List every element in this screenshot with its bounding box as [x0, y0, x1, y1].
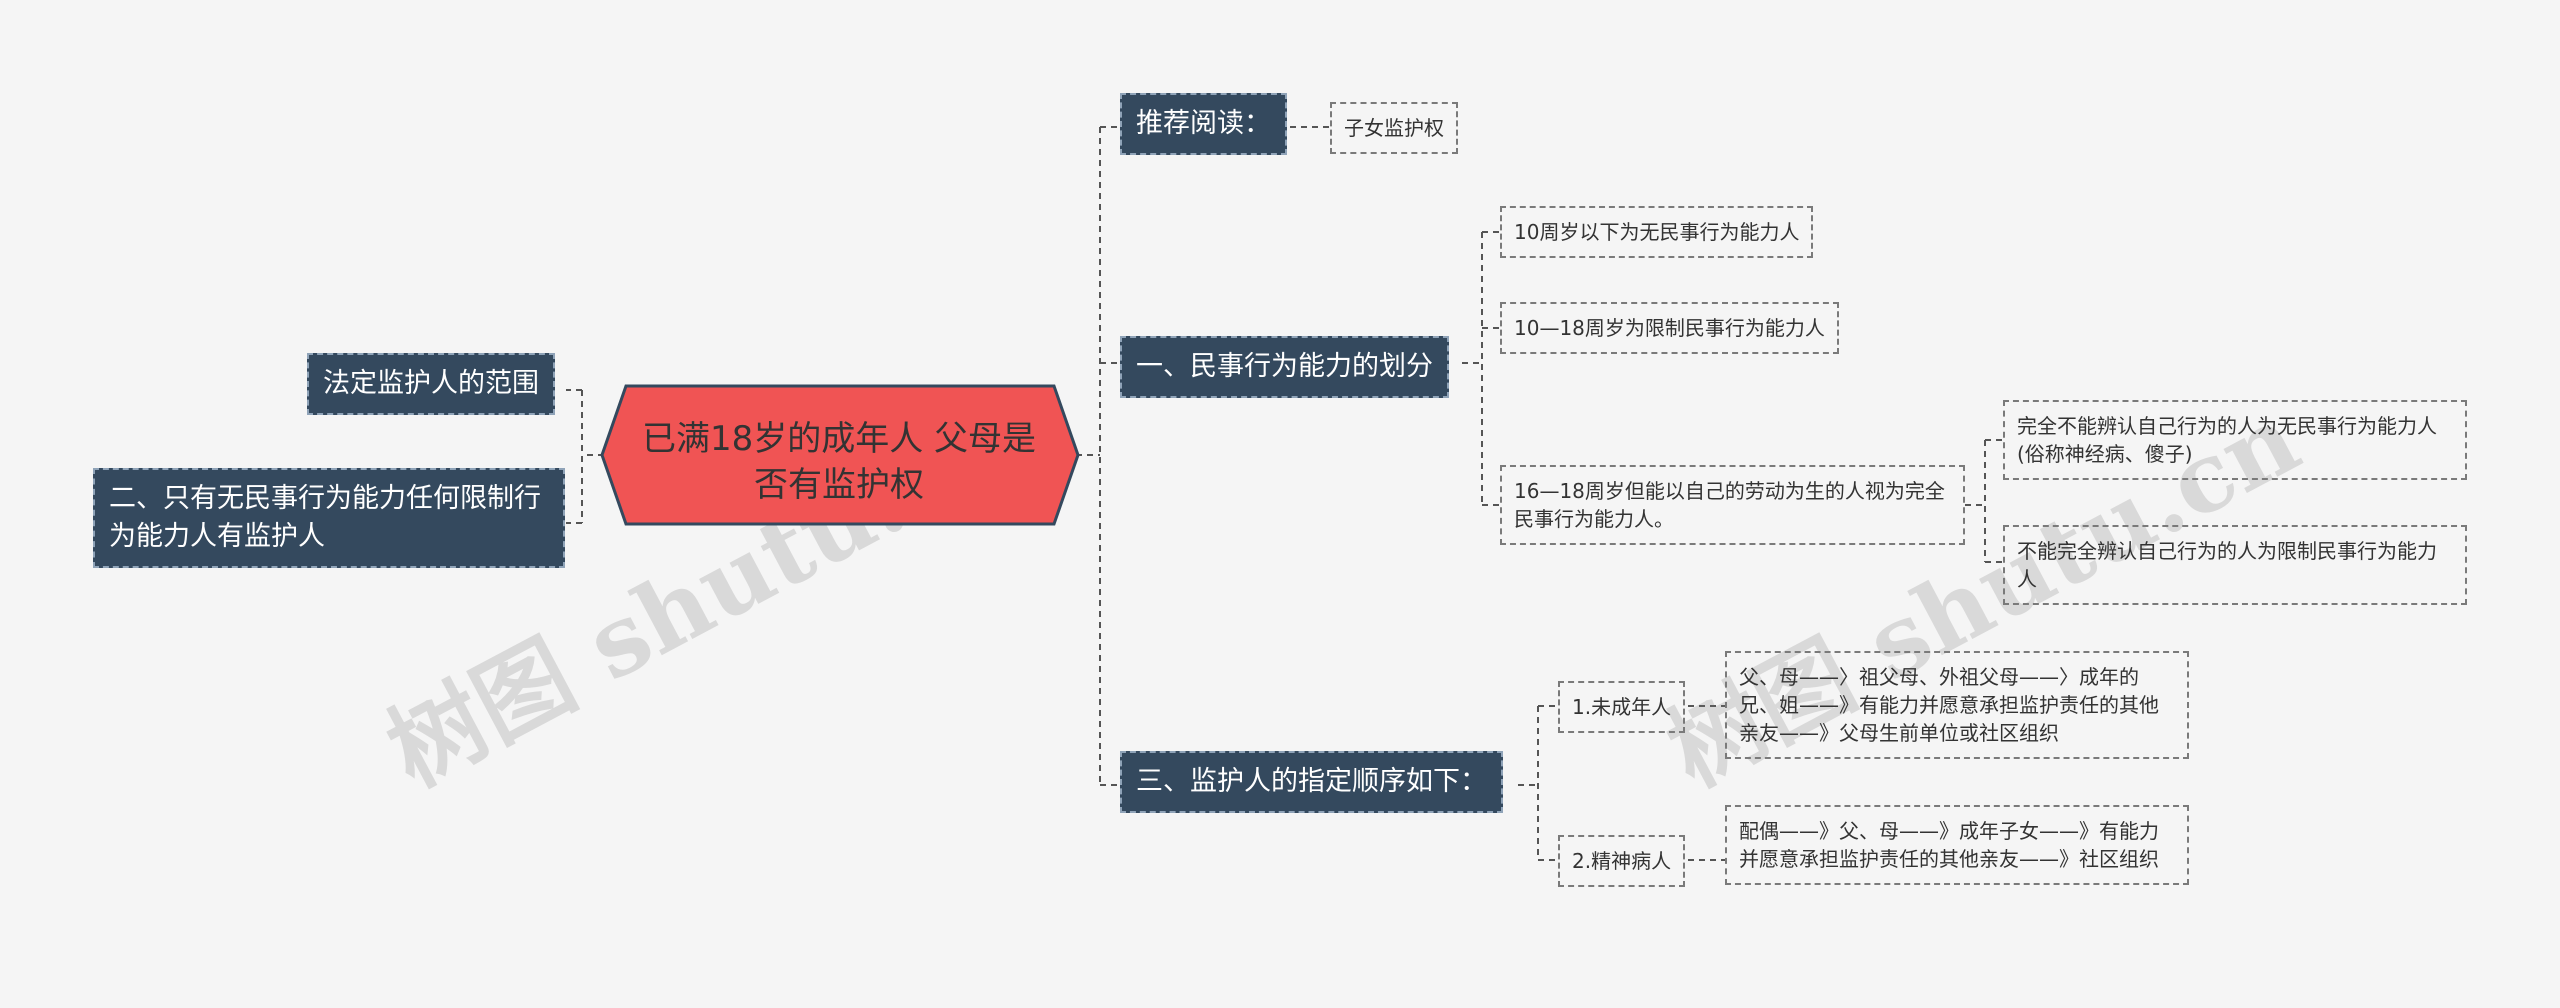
leaf-mental-patient-guardian-order[interactable]: 配偶——》父、母——》成年子女——》有能力并愿意承担监护责任的其他亲友——》社区…: [1725, 805, 2189, 885]
branch-civil-capacity-division[interactable]: 一、民事行为能力的划分: [1120, 336, 1449, 398]
leaf-minor-guardian-order[interactable]: 父、母——〉祖父母、外祖父母——〉成年的兄、姐——》有能力并愿意承担监护责任的其…: [1725, 651, 2189, 759]
leaf-16-to-18-self-supporting[interactable]: 16—18周岁但能以自己的劳动为生的人视为完全民事行为能力人。: [1500, 465, 1965, 545]
branch-guardian-appointment-order[interactable]: 三、监护人的指定顺序如下：: [1120, 751, 1503, 813]
leaf-partially-unable-to-recognize[interactable]: 不能完全辨认自己行为的人为限制民事行为能力人: [2003, 525, 2467, 605]
leaf-child-custody[interactable]: 子女监护权: [1330, 102, 1458, 154]
leaf-under-10[interactable]: 10周岁以下为无民事行为能力人: [1500, 206, 1814, 258]
root-topic[interactable]: 已满18岁的成年人 父母是否有监护权: [641, 419, 1037, 505]
left-node-legal-guardian-scope[interactable]: 法定监护人的范围: [307, 353, 555, 415]
leaf-mental-patient[interactable]: 2.精神病人: [1558, 835, 1686, 887]
leaf-fully-unable-to-recognize[interactable]: 完全不能辨认自己行为的人为无民事行为能力人(俗称神经病、傻子): [2003, 400, 2467, 480]
leaf-minor[interactable]: 1.未成年人: [1558, 681, 1686, 733]
left-node-only-incapacitated-have-guardian[interactable]: 二、只有无民事行为能力任何限制行为能力人有监护人: [93, 468, 565, 568]
leaf-10-to-18[interactable]: 10—18周岁为限制民事行为能力人: [1500, 302, 1839, 354]
branch-recommended-reading[interactable]: 推荐阅读：: [1120, 93, 1287, 155]
